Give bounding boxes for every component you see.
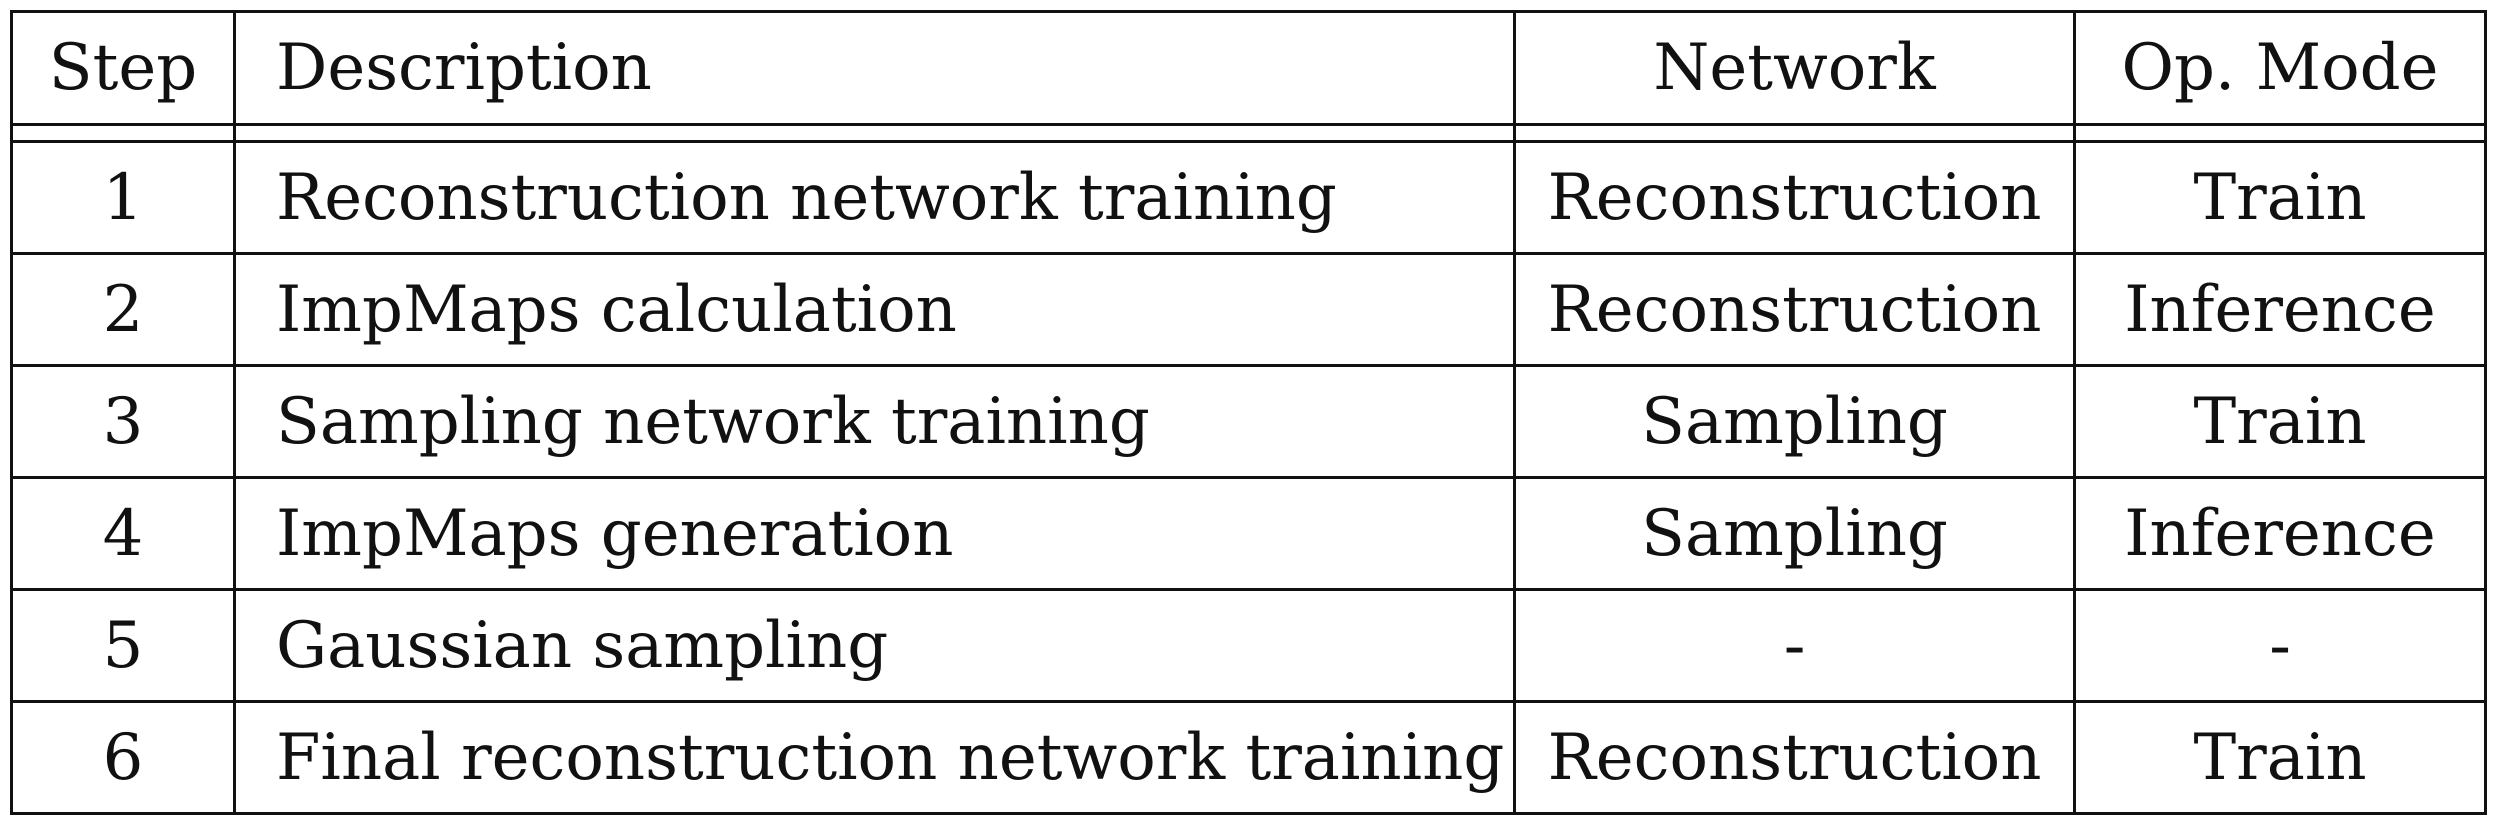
- table-row: 4 ImpMaps generation Sampling Inference: [10, 476, 2487, 591]
- steps-table-frame: Step Description Network Op. Mode 1 Reco…: [10, 10, 2487, 815]
- cell-description: Reconstruction network training: [233, 140, 1516, 255]
- header-description: Description: [233, 10, 1516, 126]
- cell-step: 5: [10, 588, 236, 703]
- table-row: 5 Gaussian sampling - -: [10, 588, 2487, 703]
- cell-op-mode: -: [2073, 588, 2487, 703]
- cell-description: Gaussian sampling: [233, 588, 1516, 703]
- cell-op-mode: Train: [2073, 700, 2487, 815]
- header-op-mode: Op. Mode: [2073, 10, 2487, 126]
- steps-table: Step Description Network Op. Mode 1 Reco…: [10, 10, 2487, 815]
- table-row: 6 Final reconstruction network training …: [10, 700, 2487, 815]
- cell-description: ImpMaps generation: [233, 476, 1516, 591]
- cell-network: -: [1513, 588, 2076, 703]
- header-network: Network: [1513, 10, 2076, 126]
- cell-step: 6: [10, 700, 236, 815]
- cell-description: Final reconstruction network training: [233, 700, 1516, 815]
- cell-step: 3: [10, 364, 236, 479]
- cell-op-mode: Inference: [2073, 252, 2487, 367]
- cell-op-mode: Train: [2073, 140, 2487, 255]
- cell-network: Reconstruction: [1513, 140, 2076, 255]
- cell-network: Sampling: [1513, 476, 2076, 591]
- cell-description: Sampling network training: [233, 364, 1516, 479]
- cell-op-mode: Train: [2073, 364, 2487, 479]
- header-separator: [10, 124, 2487, 142]
- cell-step: 2: [10, 252, 236, 367]
- table-row: 2 ImpMaps calculation Reconstruction Inf…: [10, 252, 2487, 367]
- cell-op-mode: Inference: [2073, 476, 2487, 591]
- table-row: 3 Sampling network training Sampling Tra…: [10, 364, 2487, 479]
- cell-network: Reconstruction: [1513, 252, 2076, 367]
- table-row: 1 Reconstruction network training Recons…: [10, 140, 2487, 255]
- cell-description: ImpMaps calculation: [233, 252, 1516, 367]
- cell-network: Reconstruction: [1513, 700, 2076, 815]
- cell-step: 1: [10, 140, 236, 255]
- header-step: Step: [10, 10, 236, 126]
- cell-network: Sampling: [1513, 364, 2076, 479]
- cell-step: 4: [10, 476, 236, 591]
- table-header-row: Step Description Network Op. Mode: [10, 10, 2487, 126]
